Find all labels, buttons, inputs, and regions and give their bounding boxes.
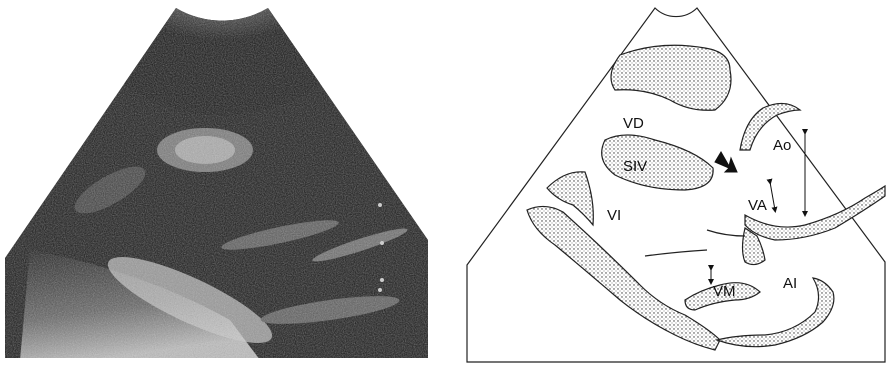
label-vm: VM xyxy=(713,283,736,300)
label-vi: VI xyxy=(607,207,621,224)
label-ao: Ao xyxy=(773,137,791,154)
heart-schematic-diagram: VD SIV VI Ao VA VM AI xyxy=(445,0,889,365)
echocardiogram-image xyxy=(0,0,440,365)
label-siv: SIV xyxy=(623,158,647,175)
label-ai: AI xyxy=(783,275,797,292)
label-vd: VD xyxy=(623,115,644,132)
label-va: VA xyxy=(748,197,767,214)
